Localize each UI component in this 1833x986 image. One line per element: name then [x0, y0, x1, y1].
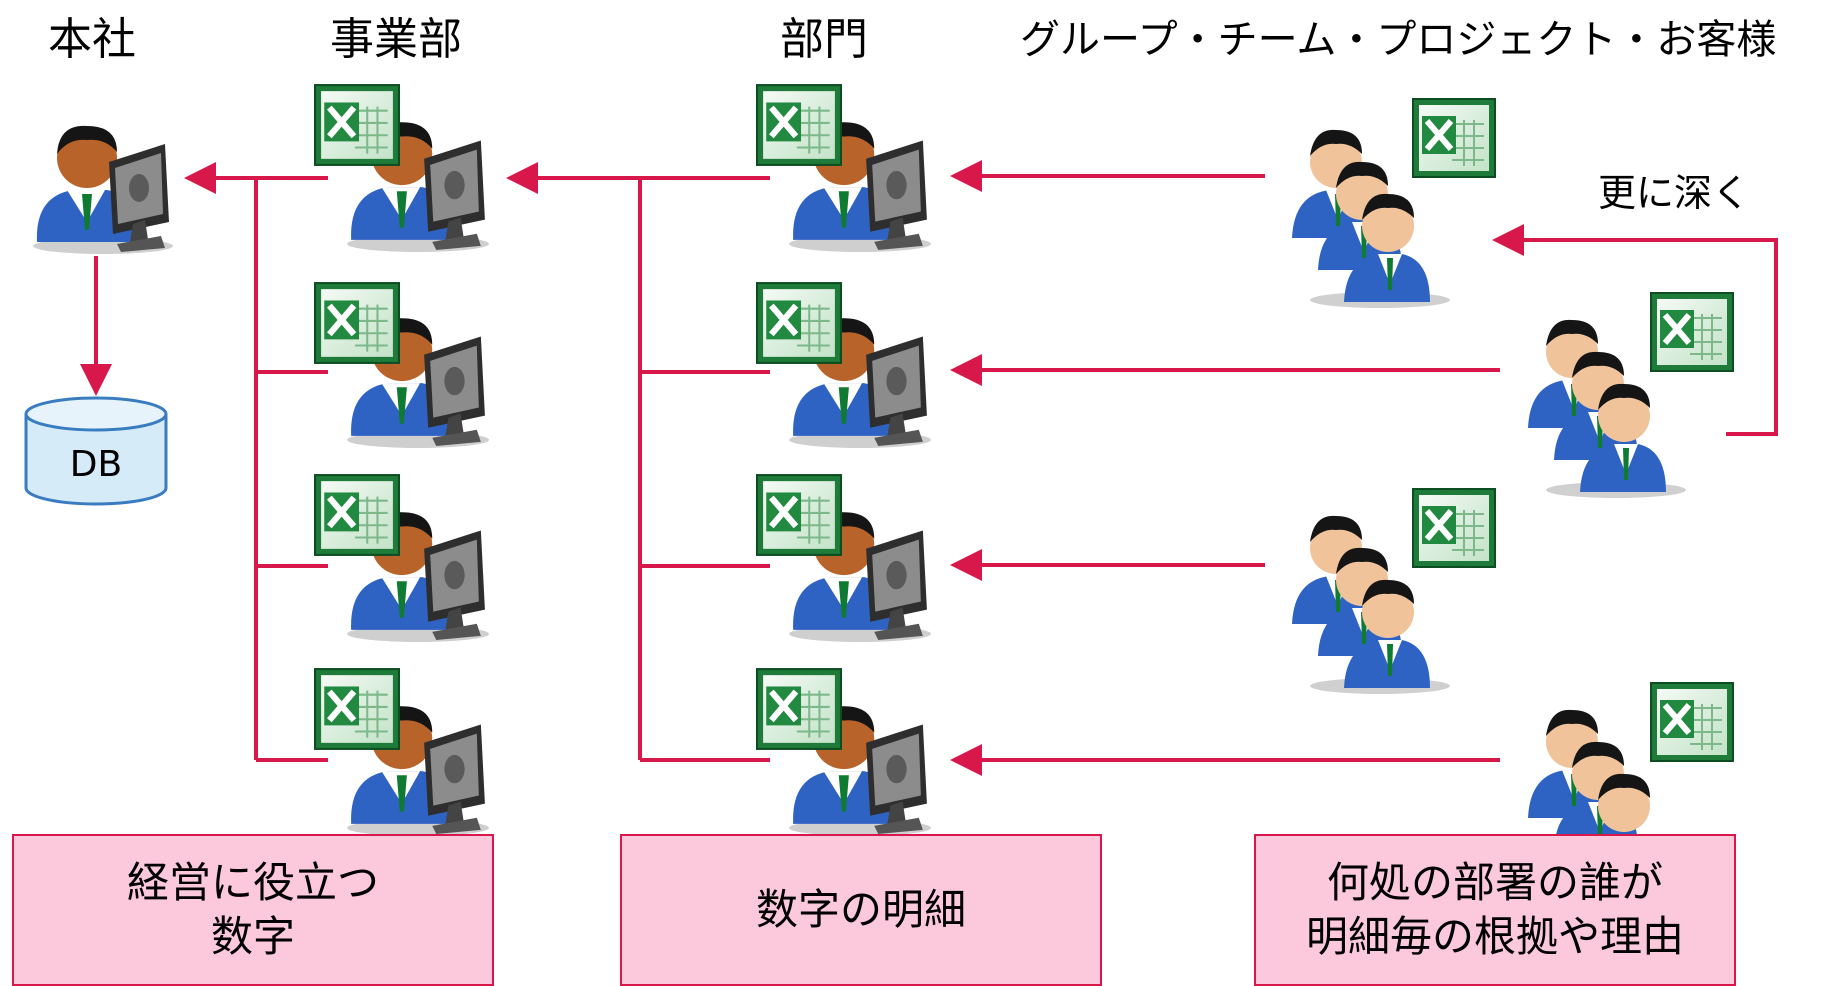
excel-icon	[757, 475, 841, 555]
group-2	[1528, 293, 1733, 498]
note-management-numbers: 経営に役立つ 数字	[12, 834, 494, 986]
header-division: 事業部	[330, 14, 462, 65]
excel-icon	[757, 85, 841, 165]
excel-icon	[757, 283, 841, 363]
db-label: DB	[70, 444, 122, 485]
department-user-4	[757, 669, 931, 836]
excel-icon	[315, 85, 399, 165]
header-department: 部門	[780, 14, 868, 65]
header-headquarters: 本社	[48, 14, 136, 65]
department-user-2	[757, 283, 931, 448]
department-user-3	[757, 475, 931, 642]
header-groups: グループ・チーム・プロジェクト・お客様	[1020, 17, 1777, 63]
note-reasons-per-item: 何処の部署の誰が 明細毎の根拠や理由	[1254, 834, 1736, 986]
excel-icon	[1413, 489, 1495, 567]
note-number-details: 数字の明細	[620, 834, 1102, 986]
division-user-1	[315, 85, 489, 252]
excel-icon	[757, 669, 841, 749]
department-user-1	[757, 85, 931, 252]
excel-icon	[1413, 99, 1495, 177]
headquarters-user-icon	[33, 125, 173, 254]
division-user-2	[315, 283, 489, 448]
division-user-3	[315, 475, 489, 642]
division-user-4	[315, 669, 489, 836]
database-cylinder-icon: DB	[24, 396, 168, 506]
deeper-label: 更に深く	[1598, 171, 1751, 215]
excel-icon	[1651, 683, 1733, 761]
group-1	[1292, 99, 1495, 308]
excel-icon	[315, 475, 399, 555]
excel-icon	[315, 669, 399, 749]
group-3	[1292, 489, 1495, 694]
excel-icon	[315, 283, 399, 363]
excel-icon	[1651, 293, 1733, 371]
